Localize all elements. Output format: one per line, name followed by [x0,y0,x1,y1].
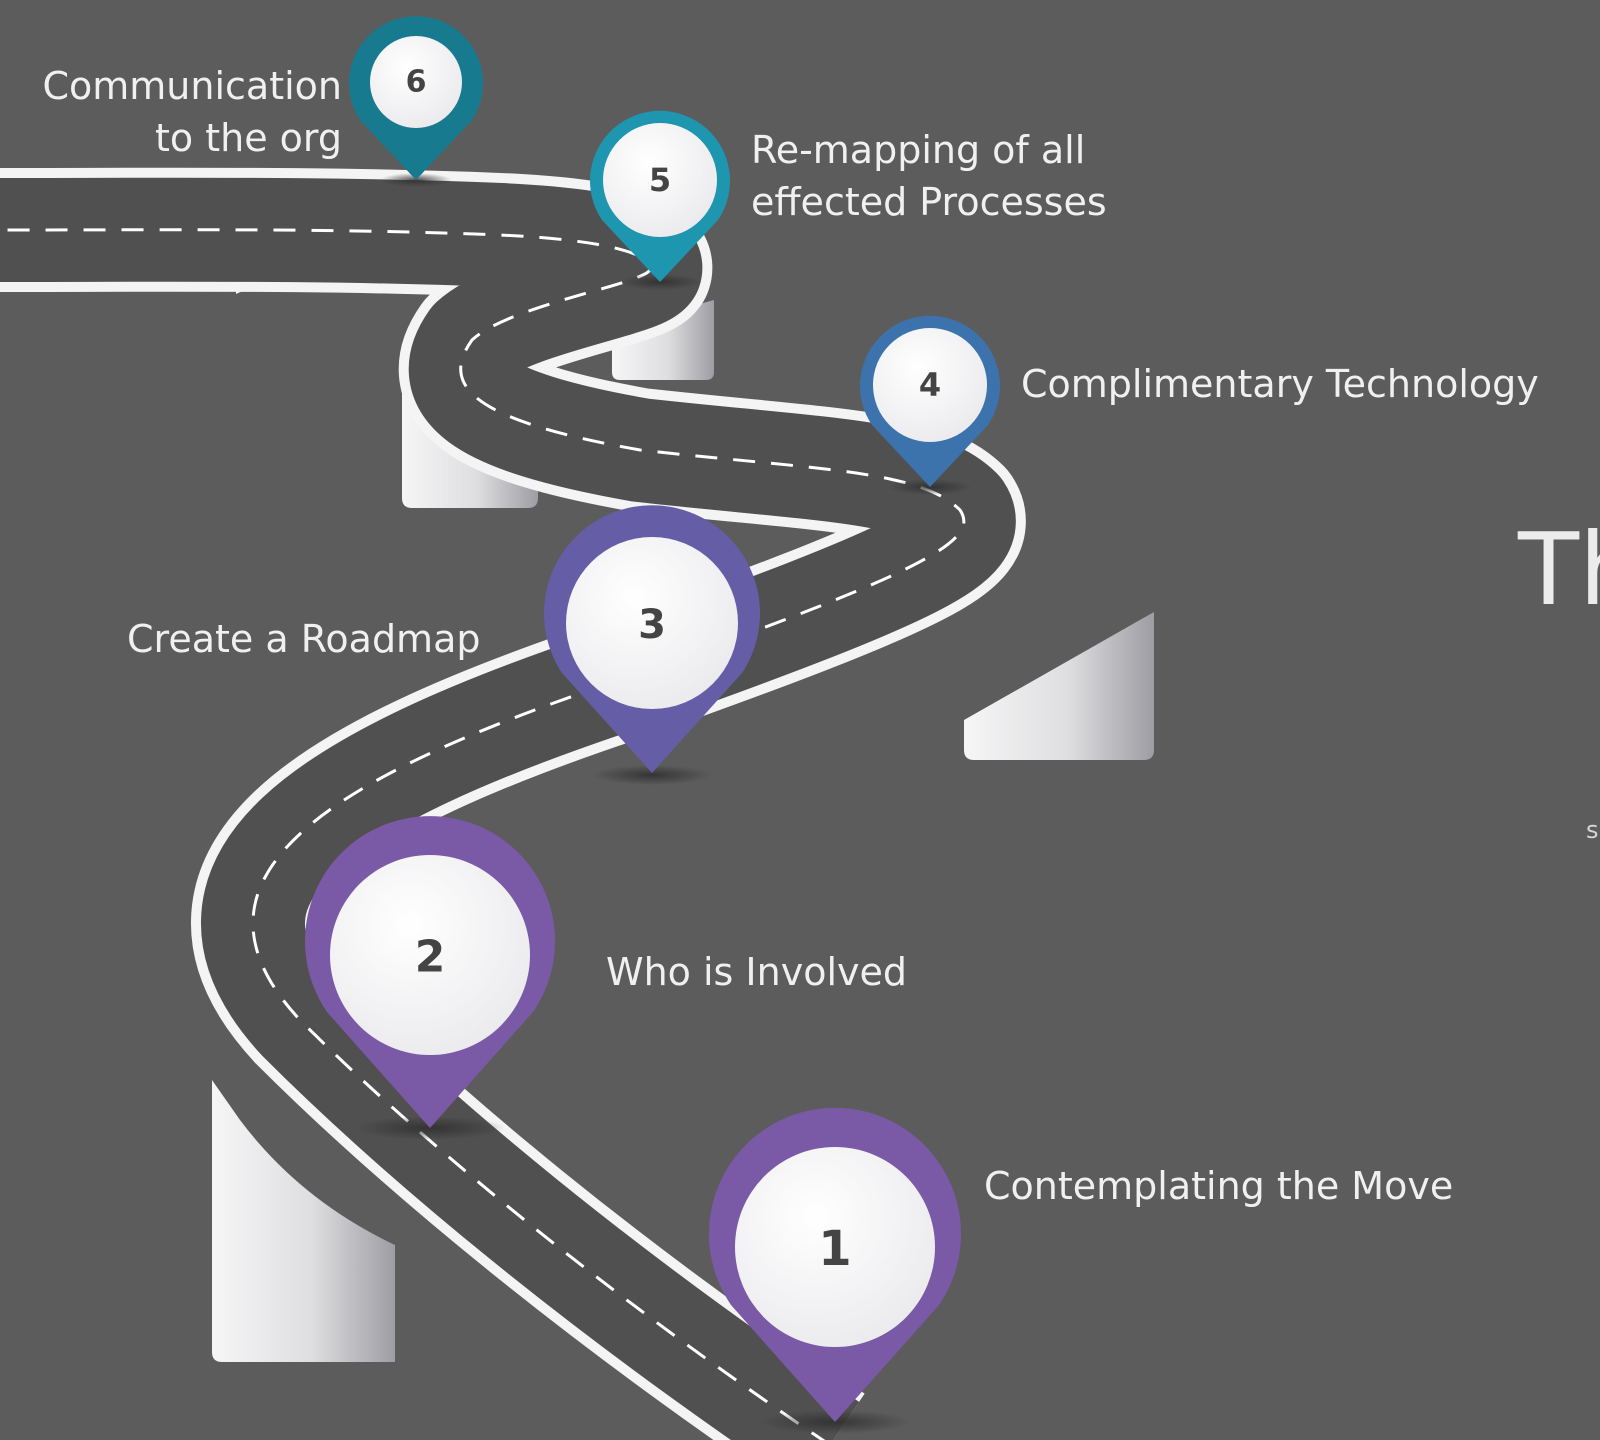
milestone-pin-3: 3 [544,505,760,785]
winding-road [0,167,1026,1440]
road-pillar [612,300,714,380]
milestone-label-4: Complimentary Technology [1021,362,1539,406]
road-pillar [212,1080,395,1362]
milestone-pin-5: 5 [590,110,730,290]
pin-face [873,328,987,442]
pin-face [735,1147,935,1347]
pin-number: 1 [818,1221,851,1277]
milestone-label-6: Communication to the org [42,60,342,164]
pin-number: 3 [638,602,666,648]
pin-number: 2 [415,932,446,983]
pin-face [330,855,530,1055]
milestone-label-5-line-1: Re-mapping of all [751,128,1086,172]
pin-number: 6 [406,65,427,100]
pin-number: 4 [919,366,941,404]
body-text-fragment: s [1586,816,1599,844]
milestone-label-2: Who is Involved [606,950,907,994]
pin-shadow [592,765,712,785]
milestone-label-5-line-2: effected Processes [751,180,1107,224]
milestone-label-1: Contemplating the Move [984,1164,1454,1208]
pin-face [566,537,738,709]
slide-title-fragment: Th [1518,511,1600,628]
milestone-pin-6: 6 [349,16,483,187]
milestone-pin-1: 1 [709,1107,961,1434]
milestone-label-5: Re-mapping of all effected Processes [751,124,1107,228]
milestone-pin-2: 2 [305,816,555,1140]
milestone-label-3: Create a Roadmap [127,617,481,661]
pin-number: 5 [649,161,671,199]
road-pillar [964,612,1154,760]
pin-face [370,36,462,128]
milestone-label-6-line-1: Communication [42,64,342,108]
pin-face [603,123,717,237]
milestone-label-6-line-2: to the org [155,116,342,160]
milestone-pin-4: 4 [860,315,1000,495]
